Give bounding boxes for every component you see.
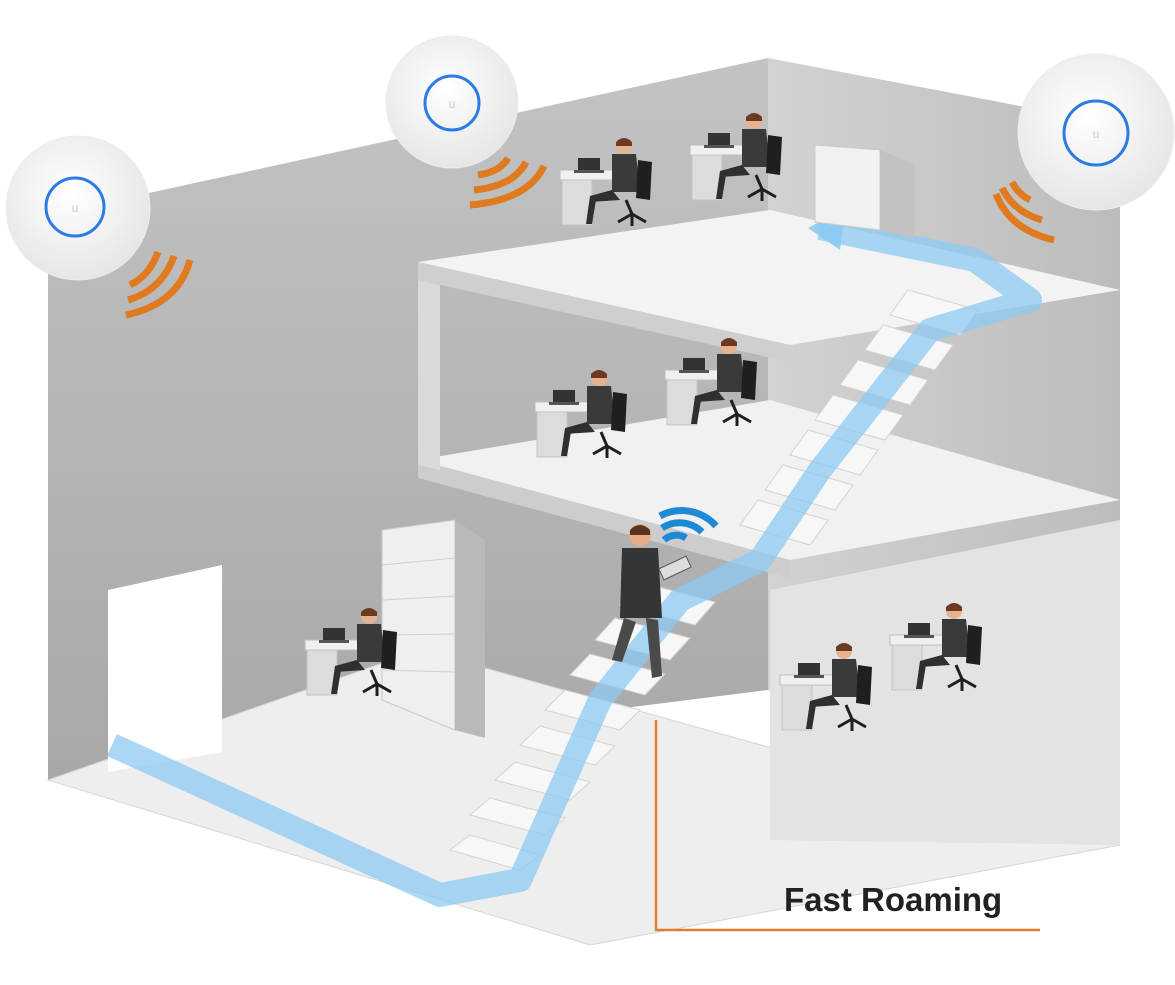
wifi-signal-icon [125, 250, 194, 319]
doorway [108, 565, 222, 772]
filing-cabinet-icon [814, 144, 915, 238]
svg-text:u: u [72, 201, 79, 215]
wifi-signal-icon [469, 156, 548, 209]
middle-floor [418, 400, 1120, 560]
access-point-icon: u [385, 35, 519, 169]
fast-roaming-label: Fast Roaming [784, 881, 1003, 918]
filing-cabinet-icon [381, 519, 485, 738]
side-room [770, 520, 1120, 845]
access-point-icon: u [5, 135, 151, 281]
callout-line [654, 720, 1040, 932]
svg-text:u: u [1093, 127, 1100, 141]
access-point-icon: u [1017, 53, 1175, 211]
walking-person-icon [612, 524, 692, 678]
svg-text:u: u [449, 97, 456, 111]
wifi-signal-icon [658, 507, 719, 543]
wifi-signal-icon [992, 180, 1055, 244]
